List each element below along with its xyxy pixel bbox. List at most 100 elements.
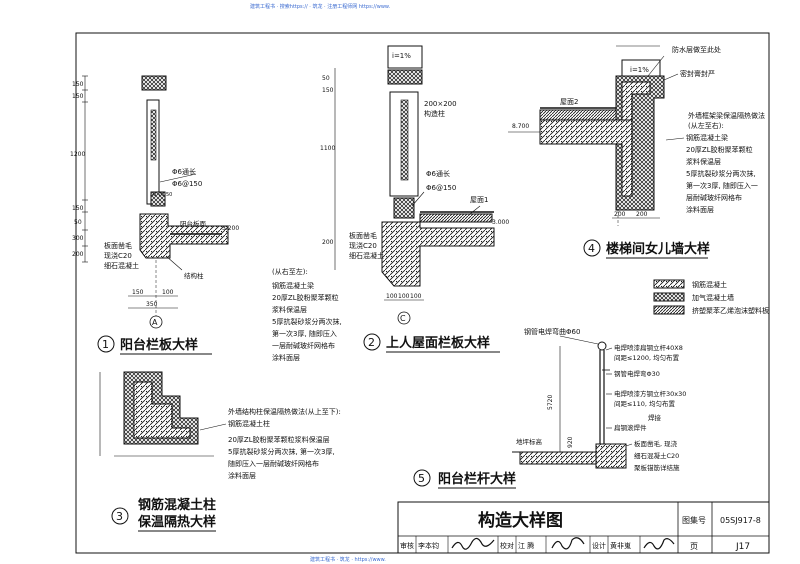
- title-2-no: 2: [368, 336, 375, 349]
- d2-layer-6: 一层耐碱玻纤网格布: [272, 341, 335, 350]
- d3-head: 外墙结构柱保温隔热做法(从上至下):: [228, 407, 341, 416]
- d2-dim-3: 1100: [320, 145, 335, 152]
- d2-note-3: 细石混凝土: [349, 251, 384, 260]
- d4-waterproof: 防水层做至此处: [672, 45, 721, 54]
- title-3-line2: 保温隔热大样: [137, 514, 216, 530]
- title-4-no: 4: [588, 242, 595, 255]
- d2-layer-2: 20厚ZL胶粉聚苯颗粒: [272, 293, 339, 302]
- d1-dim-r3: 50: [166, 192, 172, 198]
- d4-layer-4: 5厚抗裂砂浆分两次抹,: [686, 169, 756, 178]
- d1-note-2: 现浇C20: [104, 251, 132, 260]
- d1-bdim-1: 150: [132, 289, 144, 296]
- d5-post: 电焊喷漆扁钢立杆40X8: [614, 343, 683, 352]
- sign-role-1: 审核: [400, 541, 414, 550]
- title-block: 构造大样图 图集号 05SJ917-8 页 J17 审核 李本钧 校对 江 腾 …: [397, 501, 770, 554]
- d2-col: 200×200: [424, 100, 457, 108]
- d4-layer-2: 20厚ZL胶粉聚苯颗粒: [686, 145, 753, 154]
- d4-roof: 屋面2: [560, 98, 578, 106]
- d2-note-1: 板面凿毛: [349, 231, 377, 240]
- d1-rebar-2: Φ6@150: [172, 180, 202, 188]
- d5-weld: 焊接: [648, 413, 662, 422]
- sign-scribble-3: [643, 538, 675, 550]
- d1-col: 结构柱: [184, 271, 204, 280]
- detail-3: 外墙结构柱保温隔热做法(从上至下): 钢筋混凝土柱 20厚ZL胶粉聚苯颗粒浆料保…: [99, 371, 341, 480]
- atlas-label: 图集号: [682, 515, 706, 525]
- sign-scribble-2: [551, 537, 585, 550]
- d2-layer-7: 涂料面层: [272, 353, 300, 362]
- d3-layer-3: 5厚抗裂砂浆分两次抹,: [228, 447, 298, 456]
- d1-dim-2: 150: [72, 93, 84, 100]
- d2-layer-3: 浆料保温层: [272, 305, 307, 314]
- d2-rebar-1: Φ6通长: [426, 169, 450, 178]
- d2-layer-5: 第一次3厚, 随即压入: [272, 329, 337, 338]
- d2-axis: C: [400, 314, 406, 323]
- page-label: 页: [690, 542, 698, 551]
- d4-head2: (从左至右):: [688, 121, 724, 130]
- d5-post-sp: 间距≤1200, 均匀布置: [614, 353, 680, 362]
- title-5-no: 5: [418, 472, 425, 485]
- d4-layer-7: 涂料面层: [686, 205, 714, 214]
- d1-dim-6: 300: [72, 235, 84, 242]
- legend-1: 钢筋混凝土: [692, 280, 727, 289]
- title-4: 楼梯间女儿墙大样: [606, 241, 710, 257]
- d5-note-2: 细石混凝土C20: [634, 451, 679, 460]
- sign-role-3: 设计: [592, 541, 606, 550]
- d2-elev: 3.000: [492, 219, 509, 226]
- d3-layer-2: 20厚ZL胶粉聚苯颗粒浆料保温层: [228, 435, 330, 444]
- d1-bdim-2: 100: [162, 289, 174, 296]
- d2-bdim-1: 100: [386, 293, 398, 300]
- d4-head: 外墙框架梁保温隔热做法: [688, 111, 765, 120]
- d4-layer-3: 浆料保温层: [686, 157, 721, 166]
- legend-2: 加气混凝土墙: [692, 293, 734, 302]
- sign-name-2: 江 腾: [518, 541, 534, 550]
- d2-bdim-3: 100: [410, 293, 422, 300]
- d2-layer-4: 5厚抗裂砂浆分两次抹,: [272, 317, 342, 326]
- legend-3: 挤塑聚苯乙烯泡沫塑料板: [692, 306, 769, 315]
- d3-layer-6: 涂料面层: [228, 471, 256, 480]
- d2-dim-1: 50: [322, 75, 330, 82]
- d5-note-3: 聚板锚筋详结施: [634, 463, 680, 472]
- detail-1: 150 150 1200 150 50 300 200 50 70 50 Φ6通…: [70, 75, 239, 329]
- d1-dim-4: 150: [72, 205, 84, 212]
- d2-roof: 屋面1: [470, 196, 488, 204]
- d2-bdim-2: 100: [398, 293, 410, 300]
- sign-name-1: 李本钧: [418, 541, 439, 550]
- detail-2: i=1% 200×200 构造柱 Φ6通长 Φ6@150 屋面1 3.000 板…: [272, 45, 509, 362]
- d5-note-1: 板面凿毛, 现浇: [634, 439, 678, 448]
- d5-flat: 扁钢滚焊件: [614, 423, 647, 432]
- title-1-no: 1: [102, 338, 109, 351]
- d4-slope: i=1%: [630, 66, 649, 74]
- d1-dim-r1: 50: [150, 192, 156, 198]
- d5-rail: 钢管电焊弯Φ30: [614, 369, 660, 378]
- d1-elev: 3.200: [222, 225, 239, 232]
- d2-dim-2: 150: [322, 87, 334, 94]
- d2-rebar-2: Φ6@150: [426, 184, 456, 192]
- d4-elev: 8.700: [512, 123, 529, 130]
- drawing-title: 构造大样图: [478, 510, 563, 531]
- d3-layer-1: 钢筋混凝土柱: [228, 419, 270, 428]
- title-3-no: 3: [116, 510, 123, 523]
- d1-dim-3: 1200: [70, 151, 85, 158]
- title-1: 阳台栏板大样: [120, 337, 198, 353]
- d2-col-note: 构造柱: [424, 109, 445, 118]
- d4-layer-6: 层耐碱玻纤网格布: [686, 193, 742, 202]
- sign-role-2: 校对: [500, 541, 514, 550]
- d1-floor: 阳台板面: [180, 219, 207, 228]
- d2-slope: i=1%: [392, 52, 411, 60]
- title-5: 阳台栏杆大样: [438, 471, 516, 487]
- d4-dim-2: 200: [636, 211, 648, 218]
- d2-dim-4: 200: [322, 239, 334, 246]
- detail-4: i=1% 防水层做至此处 密封膏封严 屋面2 8.700 200 200 外墙框…: [508, 45, 765, 226]
- d1-note-3: 细石混凝土: [104, 261, 139, 270]
- d5-bar-sp: 间距≤110, 均匀布置: [614, 399, 675, 408]
- header-note: 建筑工程书 · 搜索https:// · 筑龙 · 注册工程师网 https:/…: [250, 4, 391, 10]
- d4-dim-1: 200: [614, 211, 626, 218]
- d2-note-2: 现浇C20: [349, 241, 377, 250]
- d4-layer-5: 第一次3厚, 随即压入一: [686, 181, 758, 190]
- page-no: J17: [735, 542, 750, 552]
- d1-rebar-1: Φ6通长: [172, 167, 196, 176]
- sign-name-3: 黄非嵬: [610, 541, 631, 550]
- d1-dim-5: 50: [74, 219, 82, 226]
- legend: 钢筋混凝土 加气混凝土墙 挤塑聚苯乙烯泡沫塑料板: [653, 279, 769, 315]
